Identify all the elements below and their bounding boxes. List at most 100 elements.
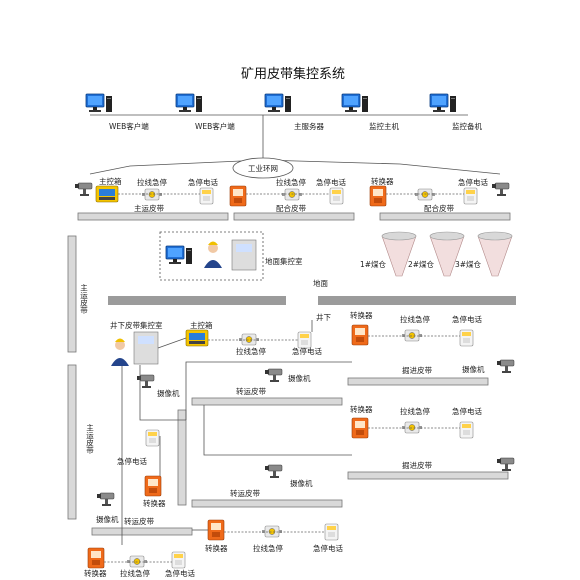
converter-icon xyxy=(207,519,225,541)
camera-icon xyxy=(136,374,155,389)
camera-icon xyxy=(491,182,510,197)
link-line xyxy=(185,361,352,420)
converter-label: 转换器 xyxy=(371,176,394,186)
coop-belt-label: 配合皮带 xyxy=(424,203,454,213)
phone-label: 急停电话 xyxy=(313,543,343,553)
camera-label: 摄像机 xyxy=(290,478,313,488)
computer-monitor-backup: 监控备机 xyxy=(429,93,482,131)
converter-icon xyxy=(369,185,387,207)
estop-icon xyxy=(401,421,423,434)
transfer-belt-3 xyxy=(91,527,193,536)
converter-label: 转换器 xyxy=(350,404,373,414)
silo-icon xyxy=(429,231,465,277)
camera-icon xyxy=(74,182,93,197)
transfer-belt-label: 转运皮带 xyxy=(236,386,266,396)
phone-icon xyxy=(459,421,474,439)
computer-monitor-host: 监控主机 xyxy=(341,93,399,131)
driving-belt-2 xyxy=(347,471,509,480)
converter-label: 转换器 xyxy=(350,310,373,320)
converter-label: 转换器 xyxy=(84,568,107,578)
main-belt-label: 主运皮带 xyxy=(134,203,164,213)
converter-label: 转换器 xyxy=(143,498,166,508)
vertical-main-belt-lower xyxy=(67,364,77,520)
main-box-label: 主控箱 xyxy=(99,176,122,186)
phone-icon xyxy=(459,329,474,347)
silo-label: 1#煤仓 xyxy=(360,259,387,269)
phone-icon xyxy=(463,187,478,205)
control-room-box xyxy=(159,231,264,281)
converter-label: 转换器 xyxy=(205,543,228,553)
phone-label: 急停电话 xyxy=(458,177,488,187)
phone-label: 急停电话 xyxy=(165,568,195,578)
camera-label: 摄像机 xyxy=(96,514,119,524)
camera-icon xyxy=(496,457,515,472)
estop-icon xyxy=(141,188,163,201)
link-line xyxy=(157,337,187,349)
control-cabinet-icon xyxy=(231,239,257,271)
vertical-belt-label: 主运皮带 xyxy=(85,423,94,456)
estop-icon xyxy=(261,525,283,538)
converter-icon xyxy=(351,324,369,346)
estop-icon xyxy=(414,188,436,201)
phone-label: 急停电话 xyxy=(188,177,218,187)
control-room-label: 地面集控室 xyxy=(265,256,303,266)
computer-label: 监控主机 xyxy=(369,121,399,131)
estop-icon xyxy=(401,329,423,342)
ring-network-label: 工业环网 xyxy=(248,163,278,173)
vertical-transfer-belt xyxy=(177,409,187,506)
driving-belt-label: 掘进皮带 xyxy=(402,460,432,470)
silo-icon xyxy=(381,231,417,277)
driving-belt-1 xyxy=(347,377,489,386)
estop-label: 拉线急停 xyxy=(400,314,430,324)
transfer-belt-label: 转运皮带 xyxy=(230,488,260,498)
phone-label: 急停电话 xyxy=(117,456,147,466)
ground-divider xyxy=(318,296,516,305)
converter-icon xyxy=(351,417,369,439)
transfer-belt-2 xyxy=(191,499,343,508)
camera-label: 摄像机 xyxy=(462,364,485,374)
phone-label: 急停电话 xyxy=(292,346,322,356)
estop-icon xyxy=(126,555,148,568)
transfer-belt-label: 转运皮带 xyxy=(124,516,154,526)
phone-icon xyxy=(171,551,186,569)
camera-label: 摄像机 xyxy=(157,388,180,398)
camera-icon xyxy=(96,492,115,507)
converter-icon xyxy=(144,475,162,497)
main-control-box-icon xyxy=(185,329,209,347)
estop-label: 拉线急停 xyxy=(253,543,283,553)
converter-icon xyxy=(87,547,105,569)
diagram-title: 矿用皮带集控系统 xyxy=(241,66,345,82)
transfer-belt-1 xyxy=(191,397,343,406)
camera-icon xyxy=(264,368,283,383)
estop-label: 拉线急停 xyxy=(400,406,430,416)
computer-label: WEB客户端 xyxy=(109,121,149,131)
vertical-main-belt-upper xyxy=(67,235,77,353)
coop-belt-label: 配合皮带 xyxy=(276,203,306,213)
coop-belt-1 xyxy=(233,212,355,221)
ground-divider xyxy=(108,296,286,305)
estop-label: 拉线急停 xyxy=(120,568,150,578)
silo-label: 2#煤仓 xyxy=(408,259,435,269)
main-box-label: 主控箱 xyxy=(190,320,213,330)
vertical-belt-label: 主运皮带 xyxy=(79,283,88,316)
computer-label: 主服务器 xyxy=(294,121,324,131)
ring-network-node xyxy=(232,157,294,179)
main-control-box-icon xyxy=(95,185,119,203)
computer-web-client-2: WEB客户端 xyxy=(175,93,235,131)
control-room-computer-icon xyxy=(165,245,193,265)
ground-label: 地面 xyxy=(313,278,328,288)
phone-icon xyxy=(324,523,339,541)
phone-icon xyxy=(199,187,214,205)
operator-icon xyxy=(204,241,222,268)
silo-icon xyxy=(477,231,513,277)
computer-main-server: 主服务器 xyxy=(264,93,324,131)
silo-label: 3#煤仓 xyxy=(455,259,482,269)
main-belt-surface xyxy=(77,212,229,221)
underground-control-room-label: 井下皮带集控室 xyxy=(110,320,163,330)
coop-belt-2 xyxy=(379,212,511,221)
underground-cabinet-icon xyxy=(133,331,159,365)
computer-label: WEB客户端 xyxy=(195,121,235,131)
driving-belt-label: 掘进皮带 xyxy=(402,365,432,375)
underground-operator-icon xyxy=(111,338,129,366)
